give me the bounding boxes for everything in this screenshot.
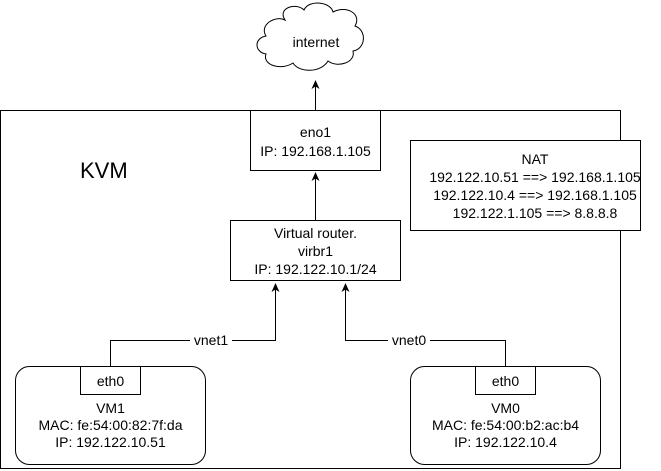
kvm-label: KVM <box>80 158 128 183</box>
vm0-eth0-label: eth0 <box>492 373 519 389</box>
vm1-mac: MAC: fe:54:00:82:7f:da <box>39 417 183 433</box>
internet-label: internet <box>293 34 340 50</box>
internet-cloud-icon <box>256 2 364 71</box>
nat-box <box>410 140 641 231</box>
vnet1-label: vnet1 <box>194 332 228 348</box>
vnet0-label-bg <box>388 332 430 348</box>
router-ip: IP: 192.122.10.1/24 <box>254 261 376 277</box>
vm0-eth0-box <box>475 366 536 395</box>
eno1-name: eno1 <box>300 124 331 140</box>
nat-rule: 192.122.1.105 ==> 8.8.8.8 <box>453 205 618 221</box>
nat-title: NAT <box>522 151 549 167</box>
nat-rule: 192.122.10.4 ==> 192.168.1.105 <box>433 187 637 203</box>
router-line2: virbr1 <box>298 243 333 259</box>
nat-rule: 192.122.10.51 ==> 192.168.1.105 <box>429 169 641 185</box>
vm0-name: VM0 <box>491 400 520 416</box>
vm1-eth0-box <box>80 366 141 395</box>
vm0-ip: IP: 192.122.10.4 <box>454 434 557 450</box>
eno1-ip: IP: 192.168.1.105 <box>260 143 371 159</box>
vm1-name: VM1 <box>96 400 125 416</box>
vm0-mac: MAC: fe:54:00:b2:ac:b4 <box>432 417 579 433</box>
router-line1: Virtual router. <box>274 225 357 241</box>
vnet0-label: vnet0 <box>392 332 426 348</box>
vm1-ip: IP: 192.122.10.51 <box>55 434 166 450</box>
virtual-router-box <box>230 220 401 281</box>
vm1-eth0-label: eth0 <box>97 373 124 389</box>
vnet1-label-bg <box>190 332 232 348</box>
eno1-box <box>250 110 381 171</box>
